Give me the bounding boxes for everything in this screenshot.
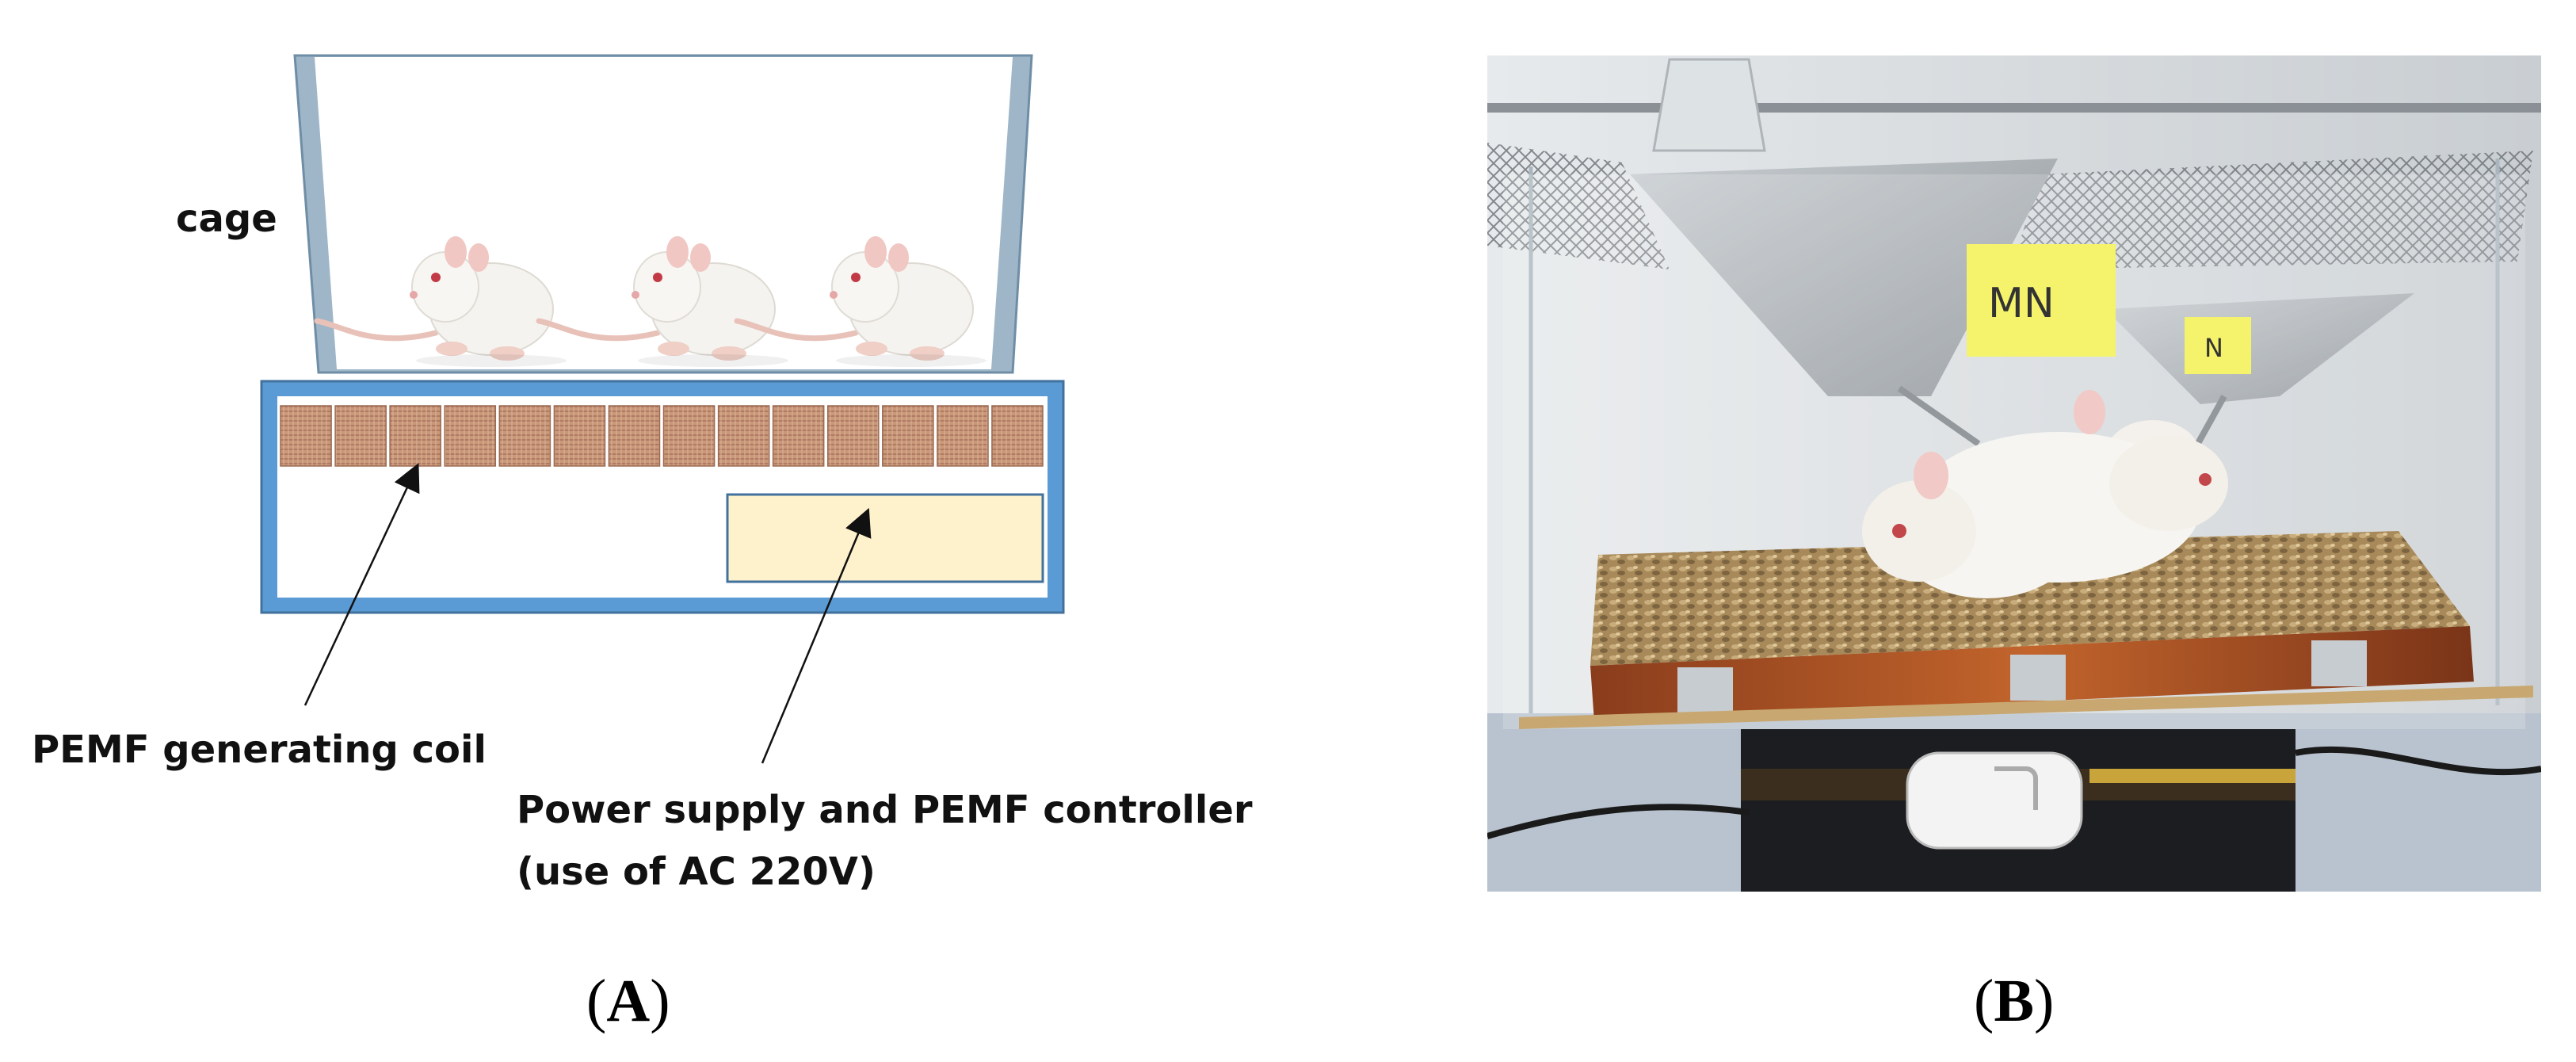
feed-hopper-left: [1630, 159, 2058, 396]
coil-segment: [334, 405, 387, 467]
pemf-cage-photo: MN N: [1487, 55, 2541, 892]
sticky-note-n: [2185, 317, 2251, 374]
coil-label: PEMF generating coil: [32, 728, 487, 772]
rat: [314, 236, 567, 367]
pemf-device-schematic: [260, 54, 1065, 764]
controller-switch: [1906, 751, 2083, 850]
controller-label-line1: Power supply and PEMF controller: [517, 788, 1253, 832]
panel-b-caption: (B): [1974, 968, 2055, 1034]
coil-segment: [717, 405, 770, 467]
pemf-controller-box: [726, 493, 1044, 583]
coil-segment: [553, 405, 606, 467]
panel-a-caption: (A): [586, 968, 670, 1034]
rat: [734, 236, 987, 367]
coil-segment: [608, 405, 661, 467]
coil-segment: [826, 405, 880, 467]
coil-segment: [937, 405, 989, 467]
coil-segment: [662, 405, 716, 467]
coil-segment: [498, 405, 551, 467]
controller-label-line2: (use of AC 220V): [517, 850, 876, 894]
controller-leader-arrow: [761, 507, 872, 764]
photo-rat-group: [1862, 390, 2228, 598]
feed-hopper-right: [2105, 293, 2414, 404]
sticky-note-n-text: N: [2204, 333, 2223, 363]
bedding-tray: [1590, 531, 2470, 666]
rat: [536, 236, 788, 367]
coil-array: [280, 405, 1044, 467]
sticky-note-mn-text: MN: [1988, 280, 2055, 327]
coil-segment: [444, 405, 497, 467]
coil-segment: [280, 405, 332, 467]
rat-group: [314, 236, 987, 367]
coil-segment: [772, 405, 825, 467]
coil-segment: [991, 405, 1044, 467]
coil-segment: [389, 405, 441, 467]
cage-label: cage: [176, 197, 277, 241]
coil-segment: [882, 405, 934, 467]
coil-leader-arrow: [303, 463, 420, 706]
sticky-note-mn: [1967, 244, 2116, 357]
